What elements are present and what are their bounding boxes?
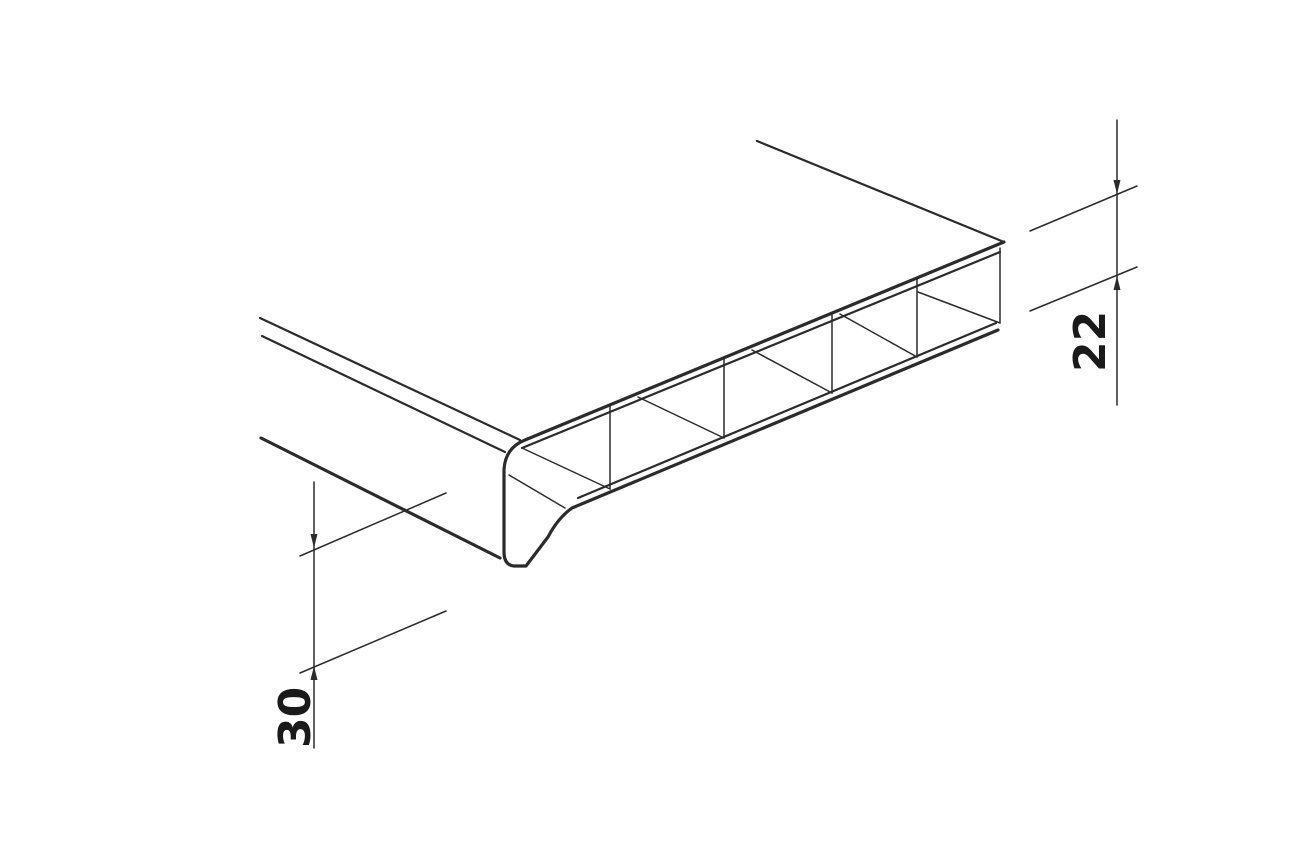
nose-profile <box>502 240 1006 568</box>
chamber-diagonal-4 <box>839 313 918 358</box>
chamber-diagonal-1 <box>521 447 611 490</box>
dim22-arrow-bottom <box>1113 276 1121 290</box>
top-back-edge <box>755 139 1006 244</box>
chamber-structure <box>508 247 1002 509</box>
dim22-label: 22 <box>1065 311 1116 372</box>
top-left-edge-inner <box>260 334 507 454</box>
dim22-extension-top <box>1029 185 1138 232</box>
dim30-arrow-top <box>310 534 318 548</box>
dim30-arrow-bottom <box>310 666 318 680</box>
bottom-front-edge <box>259 436 502 560</box>
dimension-30: 30 <box>270 481 447 749</box>
dimension-22: 22 <box>1029 119 1138 406</box>
bottom-edge <box>259 436 502 560</box>
top-left-edge-outer <box>258 316 522 442</box>
inner-nose-diagonal <box>508 474 566 509</box>
dim30-label: 30 <box>270 687 321 748</box>
nose-outline <box>502 240 1006 568</box>
chamber-diagonal-3 <box>751 349 833 394</box>
chamber-diagonal-2 <box>637 396 725 439</box>
dim22-arrow-top <box>1113 180 1121 194</box>
inner-top-wall <box>520 250 1002 450</box>
top-surface <box>258 139 1006 454</box>
inner-bottom-wall <box>576 321 998 500</box>
dim22-extension-bottom <box>1029 266 1138 312</box>
dim30-extension-bottom <box>299 610 447 674</box>
chamber-diagonal-5 <box>917 291 1001 324</box>
dim30-extension-top <box>299 492 447 557</box>
